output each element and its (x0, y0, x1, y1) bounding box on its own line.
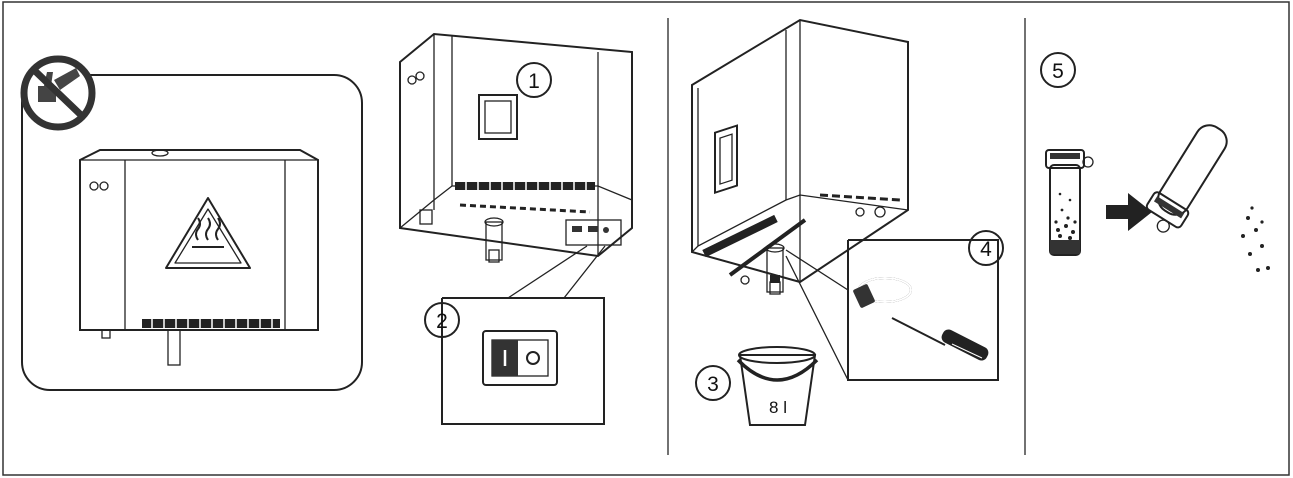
step-4-marker (968, 230, 1004, 266)
steam-generator-drain-view (691, 18, 909, 295)
arrow-right-icon (1106, 193, 1152, 231)
step-2-number: 2 (436, 310, 448, 333)
power-switch-icon (482, 330, 558, 386)
switch-callout (441, 245, 606, 425)
step-5-number: 5 (1052, 60, 1064, 83)
step-5-marker (1040, 52, 1076, 88)
bucket-volume-label: 8 l (769, 398, 787, 417)
no-touch-hot-surface-icon (20, 55, 96, 131)
step-1-marker (516, 62, 552, 98)
tools-callout (785, 239, 999, 381)
descaler-bottle-icon (1045, 149, 1094, 256)
screwdriver-icon (891, 317, 989, 361)
steam-generator-front (79, 149, 319, 366)
falling-granules (1241, 206, 1270, 272)
hot-surface-warning-icon (165, 197, 251, 269)
step-1-number: 1 (528, 70, 540, 93)
warning-panel-frame (21, 74, 363, 391)
step-3-marker (695, 365, 731, 401)
step-2-marker (424, 302, 460, 338)
step-3-number: 3 (707, 373, 719, 396)
bucket-icon (736, 346, 819, 426)
step-4-number: 4 (980, 238, 992, 261)
tilted-bottle-pouring (1145, 124, 1228, 233)
hose-clamp-icon (853, 277, 912, 308)
steam-generator-iso (399, 32, 633, 263)
